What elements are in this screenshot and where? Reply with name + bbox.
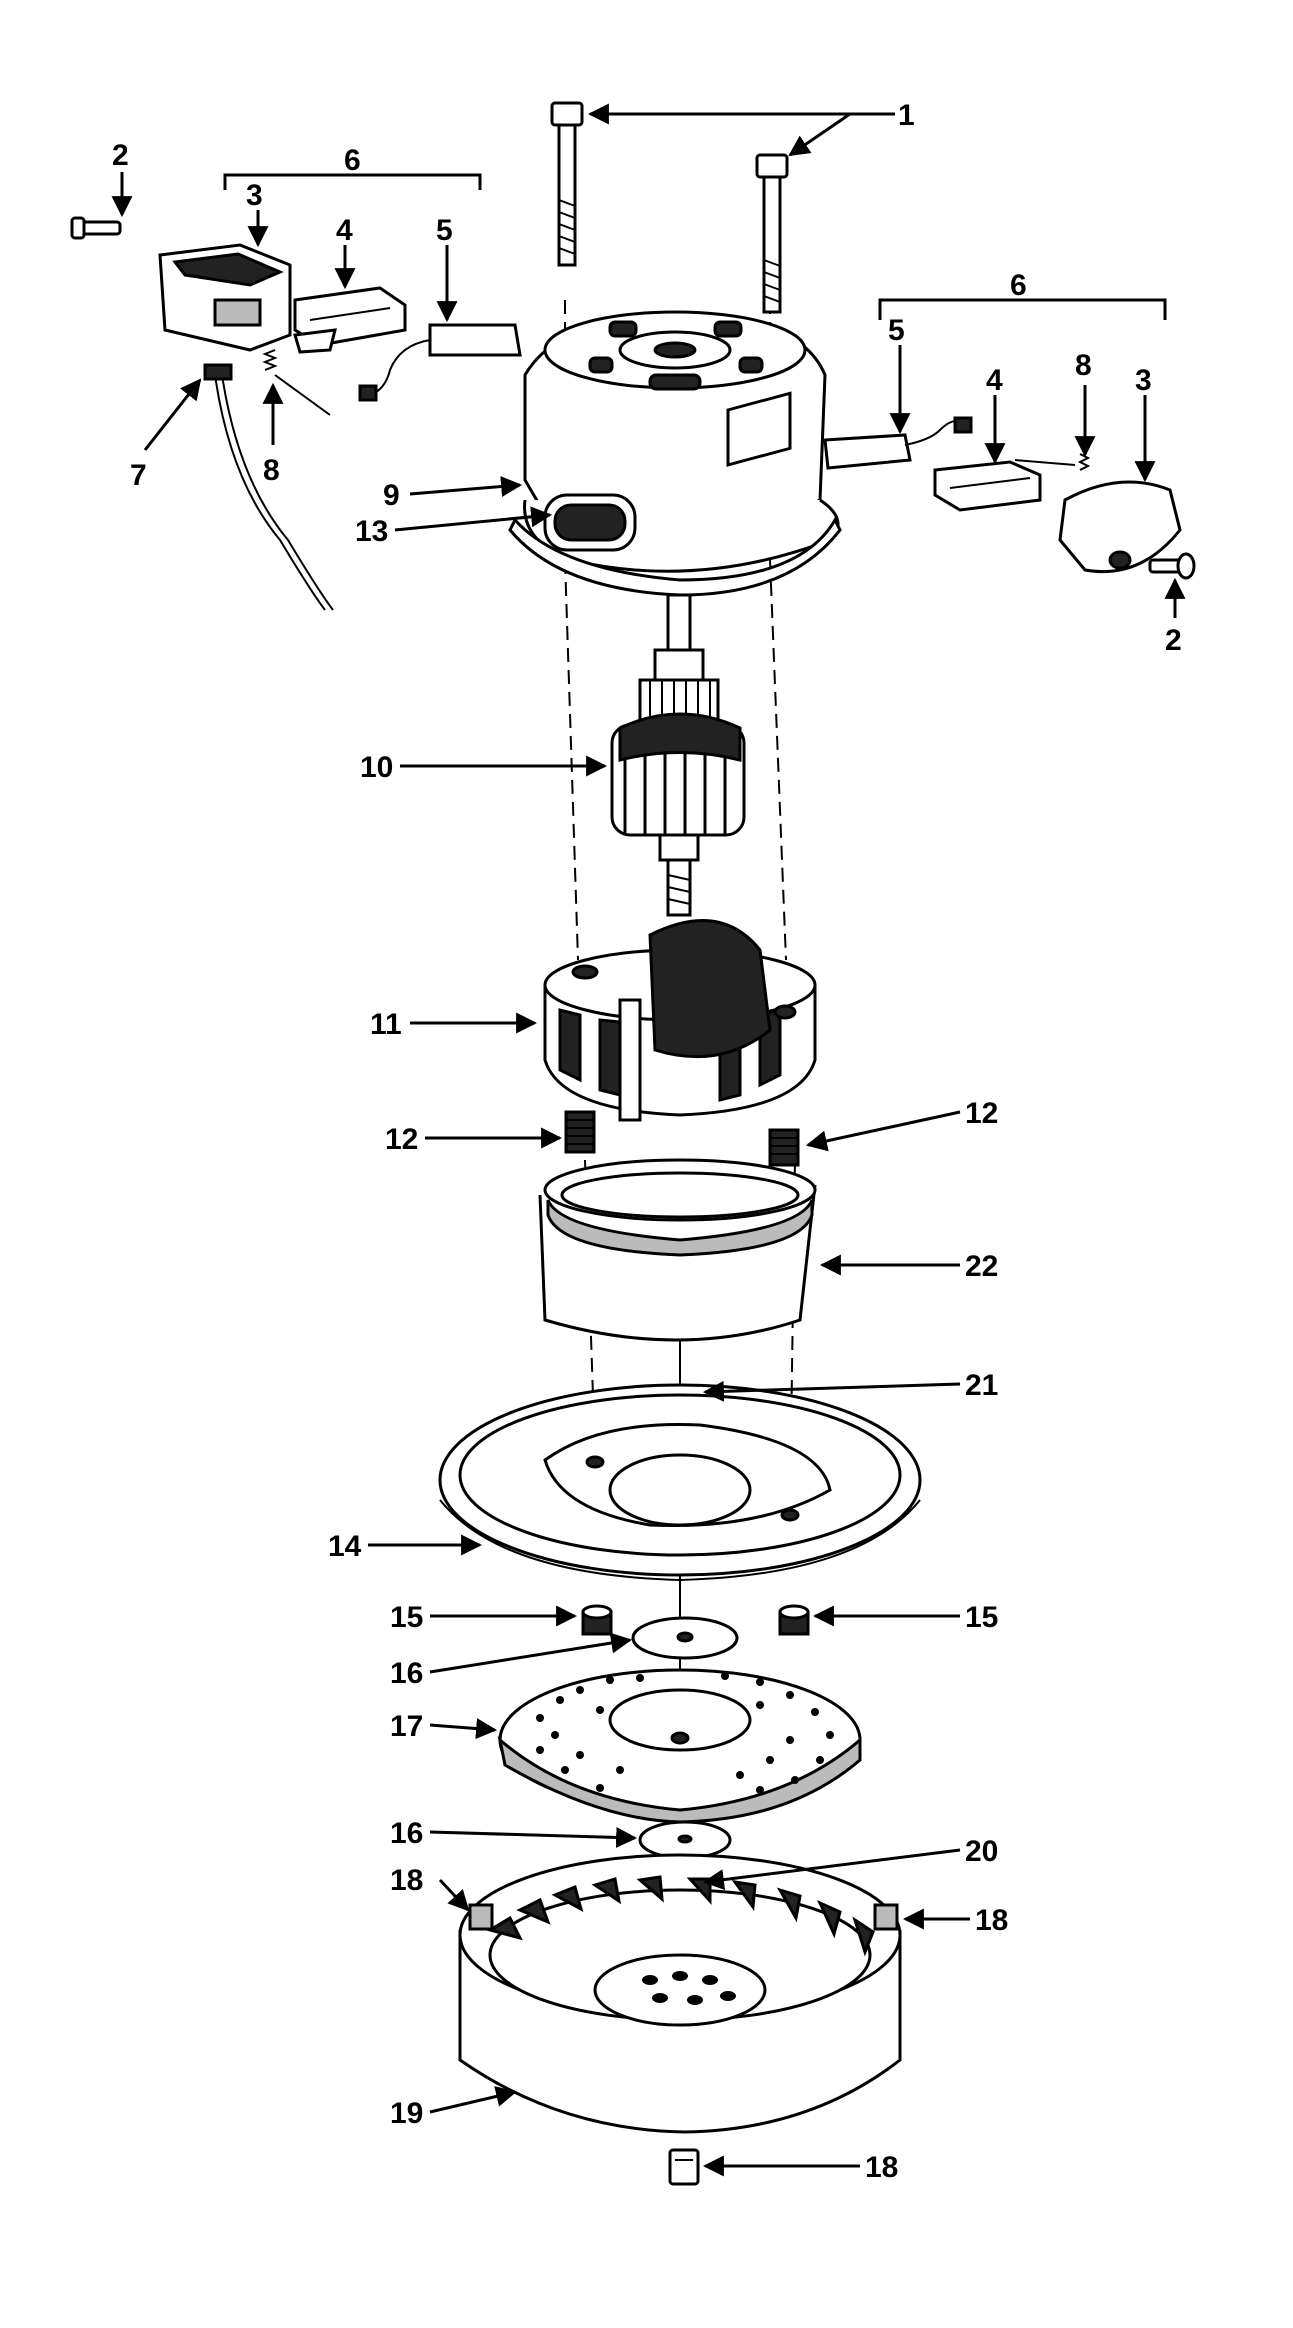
brush-spring-left — [262, 349, 331, 416]
callout-1: 1 — [898, 99, 915, 132]
callout-22: 22 — [965, 1250, 998, 1283]
spring-left — [564, 1110, 596, 1154]
callout-14: 14 — [328, 1530, 362, 1563]
callout-2-left: 2 — [112, 139, 129, 172]
carbon-brush-right — [823, 416, 973, 470]
shell-cup — [538, 1158, 817, 1342]
callout-12-left: 12 — [385, 1123, 418, 1156]
callout-7: 7 — [130, 459, 147, 492]
brush-screw-right — [1148, 552, 1196, 580]
fan-impeller — [497, 1668, 862, 1824]
callout-12-right: 12 — [965, 1097, 998, 1130]
callout-5-right: 5 — [888, 314, 905, 347]
fan-washer-top — [631, 1616, 739, 1660]
callout-9: 9 — [383, 479, 400, 512]
callout-4-left: 4 — [336, 214, 353, 247]
callout-18-bottom: 18 — [865, 2151, 898, 2184]
callout-6-left: 6 — [344, 144, 361, 177]
brush-cap-right — [1058, 480, 1182, 574]
callout-21: 21 — [965, 1369, 998, 1402]
callout-13: 13 — [355, 515, 388, 548]
callout-15-right: 15 — [965, 1601, 998, 1634]
callout-labels: 1 2 2 3 3 4 4 5 5 6 6 7 8 8 9 10 11 12 1… — [112, 99, 1182, 2184]
callout-8-left: 8 — [263, 454, 280, 487]
callout-6-right: 6 — [1010, 269, 1027, 302]
carbon-brush-left — [358, 323, 522, 402]
through-bolt-left — [550, 101, 584, 267]
callout-15-left: 15 — [390, 1601, 423, 1634]
callout-16-top: 16 — [390, 1657, 423, 1690]
callout-5-left: 5 — [436, 214, 453, 247]
through-bolt-right — [755, 153, 789, 314]
callout-18-left: 18 — [390, 1864, 423, 1897]
brush-lead-wire — [203, 363, 334, 611]
nut-left — [581, 1604, 613, 1636]
callout-8-right: 8 — [1075, 349, 1092, 382]
callout-3-left: 3 — [246, 179, 263, 212]
callout-2-right: 2 — [1165, 624, 1182, 657]
nut-right — [778, 1604, 810, 1636]
fan-housing — [458, 1853, 902, 2134]
callout-4-right: 4 — [986, 364, 1003, 397]
callout-16-bottom: 16 — [390, 1817, 423, 1850]
group-brackets — [223, 173, 1167, 320]
brush-holder-right — [933, 460, 1042, 512]
leader-lines — [111, 103, 1186, 2177]
callout-3-right: 3 — [1135, 364, 1152, 397]
callout-17: 17 — [390, 1710, 423, 1743]
brush-screw-left — [70, 216, 122, 240]
field-core — [543, 919, 817, 1122]
armature — [610, 593, 746, 917]
brush-cap-left — [158, 243, 292, 352]
fan-washer-bottom — [638, 1820, 732, 1860]
motor-housing — [508, 310, 842, 597]
callout-19: 19 — [390, 2097, 423, 2130]
spring-right — [768, 1128, 800, 1167]
callout-20: 20 — [965, 1835, 998, 1868]
retaining-clip-bottom — [668, 2148, 700, 2186]
callout-18-right: 18 — [975, 1904, 1008, 1937]
callout-11: 11 — [370, 1008, 402, 1041]
base-plate — [438, 1383, 922, 1582]
callout-10: 10 — [360, 751, 393, 784]
brush-holder-left — [293, 286, 407, 354]
